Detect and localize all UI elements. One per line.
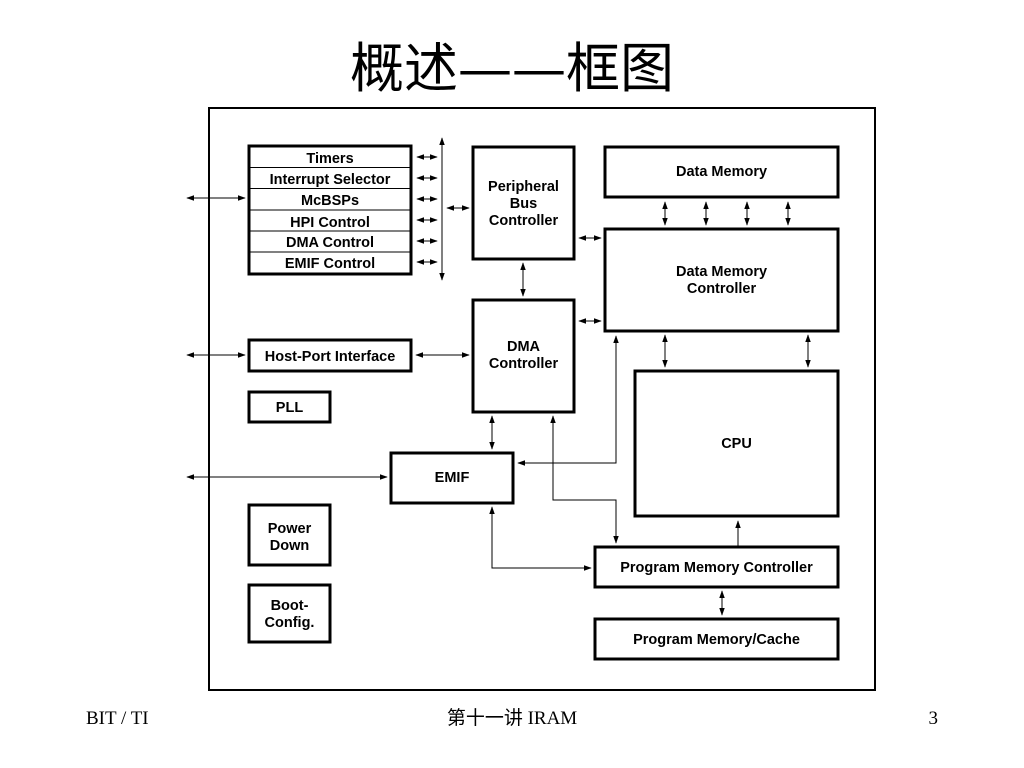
controller-links — [520, 235, 811, 368]
footer-center: 第十一讲 IRAM — [446, 708, 578, 729]
data-memory: Data Memory — [603, 145, 840, 199]
svg-text:PLL: PLL — [276, 400, 304, 416]
svg-text:Peripheral: Peripheral — [488, 179, 559, 195]
slide-title: 概述——框图 — [350, 37, 674, 100]
svg-text:Controller: Controller — [489, 213, 559, 229]
svg-text:Program Memory Controller: Program Memory Controller — [620, 560, 813, 576]
peripheral-timers: Timers — [306, 151, 353, 167]
svg-text:Controller: Controller — [687, 281, 757, 297]
footer-left: BIT / TI — [86, 708, 149, 729]
emif-links — [186, 335, 741, 571]
slide-number: 3 — [928, 708, 939, 729]
cpu: CPU — [633, 369, 840, 518]
peripheral-bus-lines — [186, 137, 470, 281]
host-port-interface: Host-Port Interface — [247, 338, 413, 373]
pll: PLL — [247, 390, 332, 424]
peripheral-interrupt-selector: Interrupt Selector — [270, 172, 391, 188]
data-memory-controller: Data Memory Controller — [603, 227, 840, 333]
program-memory-controller: Program Memory Controller — [593, 545, 840, 589]
dma-controller: DMA Controller — [471, 298, 576, 414]
svg-text:Controller: Controller — [489, 356, 559, 372]
svg-text:DMA: DMA — [507, 339, 541, 355]
peripheral-bus-controller: Peripheral Bus Controller — [471, 145, 576, 261]
svg-text:Down: Down — [270, 538, 309, 554]
svg-text:Boot-: Boot- — [271, 598, 309, 614]
svg-text:Config.: Config. — [265, 615, 315, 631]
emif: EMIF — [389, 451, 515, 505]
peripheral-hpi-control: HPI Control — [290, 215, 370, 231]
svg-text:Data Memory: Data Memory — [676, 264, 767, 280]
svg-text:CPU: CPU — [721, 436, 752, 452]
power-down: Power Down — [247, 503, 332, 567]
svg-text:Data Memory: Data Memory — [676, 164, 767, 180]
svg-text:Program Memory/Cache: Program Memory/Cache — [633, 632, 800, 648]
program-memory-cache: Program Memory/Cache — [593, 617, 840, 661]
peripheral-stack: Timers Interrupt Selector McBSPs HPI Con… — [247, 144, 413, 276]
svg-text:EMIF: EMIF — [435, 470, 470, 486]
data-memory-bus — [662, 201, 791, 226]
boot-config: Boot- Config. — [247, 583, 332, 644]
svg-text:Bus: Bus — [510, 196, 537, 212]
svg-text:Host-Port Interface: Host-Port Interface — [265, 349, 396, 365]
peripheral-dma-control: DMA Control — [286, 235, 374, 251]
peripheral-emif-control: EMIF Control — [285, 256, 375, 272]
svg-text:Power: Power — [268, 521, 312, 537]
peripheral-mcbsps: McBSPs — [301, 193, 359, 209]
